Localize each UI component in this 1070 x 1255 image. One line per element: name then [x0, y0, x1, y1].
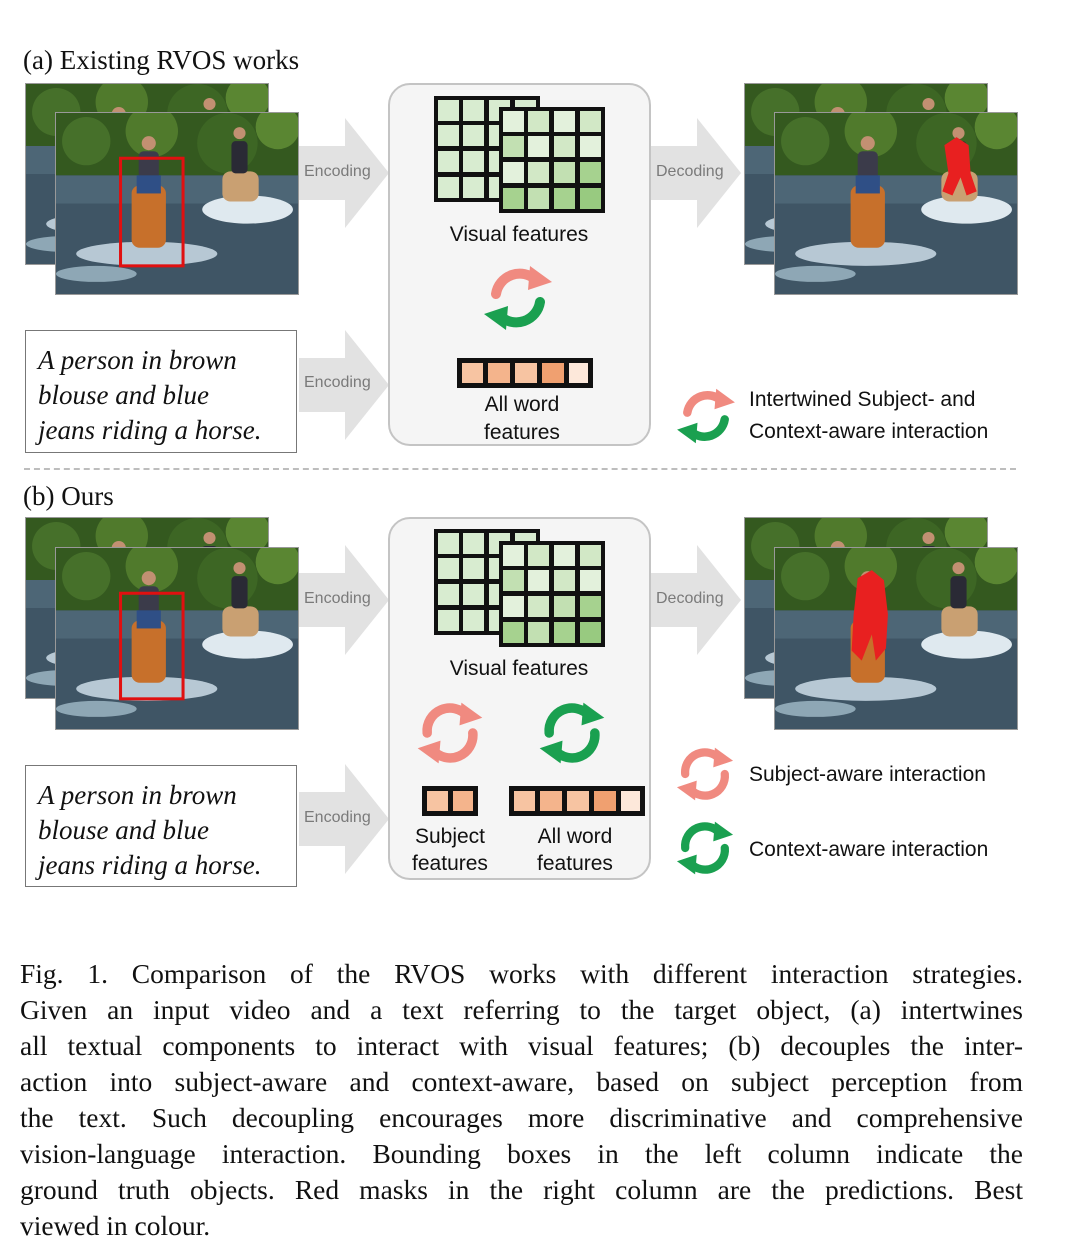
- text-line: A person in brown: [38, 780, 237, 810]
- caption-line: ground truth objects. Red masks in the r…: [20, 1174, 1023, 1205]
- legend-intertwined-line: Intertwined Subject- and: [749, 388, 976, 411]
- text-line: jeans riding a horse.: [38, 850, 262, 880]
- text-line: blouse and blue: [38, 815, 209, 845]
- caption-line: action into subject-aware and context-aw…: [20, 1066, 1023, 1097]
- section-a-title: (a) Existing RVOS works: [23, 45, 300, 75]
- interaction-panel: [388, 517, 651, 880]
- section-divider: [24, 468, 1016, 470]
- section-b-title: (b) Ours: [23, 481, 114, 511]
- input-frame-front: [55, 112, 299, 295]
- output-frame-front: [774, 112, 1018, 295]
- visual-feature-grid-front: [497, 105, 607, 215]
- word-features-label: All word: [537, 825, 613, 848]
- subject-feature-bar: [422, 786, 478, 816]
- caption-line: vision-language interaction. Bounding bo…: [20, 1138, 1023, 1169]
- subject-features-label: Subject: [414, 825, 486, 848]
- intertwined-interaction-icon: [672, 382, 740, 450]
- visual-feature-grid-front: [497, 539, 607, 649]
- ground-truth-box: [119, 591, 185, 701]
- prediction-mask: [942, 137, 977, 196]
- decoding-label: Decoding: [656, 590, 724, 607]
- caption-line: Fig. 1. Comparison of the RVOS works wit…: [20, 958, 1023, 989]
- encoding-label: Encoding: [304, 163, 371, 180]
- word-features-label: All word: [484, 393, 560, 416]
- word-features-label: features: [484, 421, 560, 444]
- encoding-label: Encoding: [304, 374, 371, 391]
- legend-context: Context-aware interaction: [749, 838, 989, 861]
- word-feature-bar: [457, 358, 593, 388]
- encoding-label: Encoding: [304, 809, 371, 826]
- legend-subject: Subject-aware interaction: [749, 763, 986, 786]
- referring-text-box: A person in brown blouse and blue jeans …: [25, 765, 297, 887]
- text-line: jeans riding a horse.: [38, 415, 262, 445]
- decoding-label: Decoding: [656, 163, 724, 180]
- subject-interaction-icon: [672, 741, 738, 807]
- legend-intertwined-line: Context-aware interaction: [749, 420, 989, 443]
- text-line: blouse and blue: [38, 380, 209, 410]
- caption-line: the text. Such decoupling encourages mor…: [20, 1102, 1023, 1133]
- input-frame-front: [55, 547, 299, 730]
- word-features-label: features: [537, 852, 613, 875]
- subject-features-label: features: [412, 852, 488, 875]
- figure-caption: Fig. 1. Comparison of the RVOS works wit…: [20, 956, 1023, 1244]
- ground-truth-box: [119, 156, 185, 268]
- word-feature-bar: [509, 786, 645, 816]
- caption-line: Given an input video and a text referrin…: [20, 994, 1023, 1025]
- context-interaction-icon: [672, 815, 738, 881]
- visual-features-label: Visual features: [449, 657, 589, 680]
- text-line: A person in brown: [38, 345, 237, 375]
- intertwined-interaction-icon: [478, 258, 558, 338]
- context-interaction-icon: [534, 695, 610, 771]
- caption-line: all textual components to interact with …: [20, 1030, 1023, 1061]
- encoding-label: Encoding: [304, 590, 371, 607]
- prediction-mask: [851, 570, 888, 661]
- output-frame-front: [774, 547, 1018, 730]
- caption-line: viewed in colour.: [20, 1210, 211, 1241]
- visual-features-label: Visual features: [449, 223, 589, 246]
- subject-interaction-icon: [412, 695, 488, 771]
- referring-text-box: A person in brown blouse and blue jeans …: [25, 330, 297, 453]
